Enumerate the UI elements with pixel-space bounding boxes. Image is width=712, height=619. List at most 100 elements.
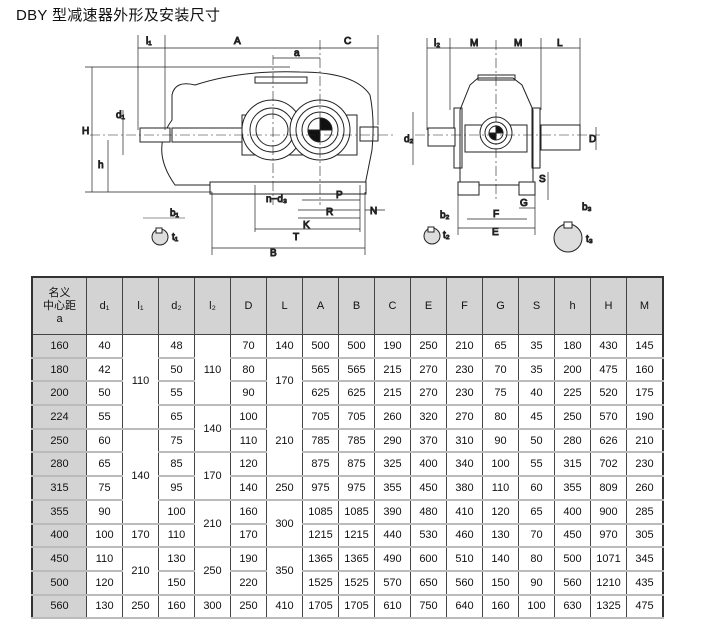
cell-F: 210 xyxy=(446,333,483,359)
cell-d2: 75 xyxy=(158,428,195,454)
cell-D: 100 xyxy=(230,404,267,430)
cell-h: 180 xyxy=(554,333,591,359)
cell-B: 565 xyxy=(338,357,375,383)
cell-G: 100 xyxy=(482,451,519,478)
cell-D: 170 xyxy=(230,523,267,549)
cell-L: 300 xyxy=(266,499,303,549)
cell-A: 705 xyxy=(302,404,339,430)
cell-d2: 100 xyxy=(158,499,195,525)
cell-d2: 130 xyxy=(158,546,195,572)
cell-S: 100 xyxy=(518,594,555,619)
cell-a: 400 xyxy=(31,523,87,549)
dim-label-b2: b₂ xyxy=(440,210,450,221)
dim-label-M-left: M xyxy=(470,38,478,49)
cell-M: 435 xyxy=(626,570,664,596)
cell-F: 230 xyxy=(446,357,483,383)
cell-h: 630 xyxy=(554,594,591,619)
cell-M: 145 xyxy=(626,333,664,359)
page-title: DBY 型减速器外形及安装尺寸 xyxy=(16,7,221,24)
cell-d2: 85 xyxy=(158,451,195,478)
cell-C: 290 xyxy=(374,428,411,454)
cell-C: 215 xyxy=(374,357,411,383)
cell-S: 35 xyxy=(518,357,555,383)
column-header: D xyxy=(230,276,267,335)
cell-d1: 75 xyxy=(86,475,123,501)
cell-a: 224 xyxy=(31,404,87,430)
cell-A: 1085 xyxy=(302,499,339,525)
cell-h: 400 xyxy=(554,499,591,525)
cell-L: 170 xyxy=(266,357,303,407)
cell-D: 250 xyxy=(230,594,267,619)
cell-H: 430 xyxy=(590,333,627,359)
cell-G: 150 xyxy=(482,570,519,596)
cell-C: 570 xyxy=(374,570,411,596)
dim-label-C: C xyxy=(344,36,351,47)
dim-label-t1: t₁ xyxy=(172,232,179,243)
cell-D: 110 xyxy=(230,428,267,454)
cell-H: 970 xyxy=(590,523,627,549)
cell-C: 215 xyxy=(374,380,411,407)
cell-l1: 110 xyxy=(122,333,159,430)
cell-E: 750 xyxy=(410,594,447,619)
cell-d1: 55 xyxy=(86,404,123,430)
column-header: 名义 中心距 a xyxy=(31,276,87,335)
cell-B: 1525 xyxy=(338,570,375,596)
cell-l2: 170 xyxy=(194,451,231,501)
cell-a: 160 xyxy=(31,333,87,359)
cell-H: 570 xyxy=(590,404,627,430)
cell-B: 875 xyxy=(338,451,375,478)
dim-label-h: h xyxy=(98,160,104,171)
gearbox-dimension-drawing: l₁ A a C H d₁ h n−d₃ P R N K T B b₁ t₁ xyxy=(82,35,600,260)
dim-label-A: A xyxy=(234,36,241,47)
cell-S: 45 xyxy=(518,404,555,430)
cell-F: 340 xyxy=(446,451,483,478)
cell-l1: 210 xyxy=(122,546,159,596)
cell-C: 610 xyxy=(374,594,411,619)
column-header: A xyxy=(302,276,339,335)
dim-label-t2: t₂ xyxy=(443,230,450,241)
cell-S: 65 xyxy=(518,499,555,525)
cell-E: 600 xyxy=(410,546,447,572)
column-header: C xyxy=(374,276,411,335)
cell-G: 90 xyxy=(482,428,519,454)
cell-A: 625 xyxy=(302,380,339,407)
cell-S: 35 xyxy=(518,333,555,359)
cell-M: 230 xyxy=(626,451,664,478)
dim-label-S: S xyxy=(539,174,546,185)
cell-a: 180 xyxy=(31,357,87,383)
cell-F: 410 xyxy=(446,499,483,525)
column-header: d₂ xyxy=(158,276,195,335)
cell-G: 160 xyxy=(482,594,519,619)
cell-l1: 140 xyxy=(122,428,159,525)
dim-label-l2: l₂ xyxy=(434,38,440,49)
side-view: l₂ M M L d₂ D S G F E b₂ t₂ b₃ t₃ xyxy=(404,38,600,253)
dim-label-E: E xyxy=(492,227,499,238)
cell-F: 510 xyxy=(446,546,483,572)
cell-E: 400 xyxy=(410,451,447,478)
cell-l2: 300 xyxy=(194,594,231,619)
cell-S: 55 xyxy=(518,451,555,478)
cell-D: 190 xyxy=(230,546,267,572)
cell-C: 355 xyxy=(374,475,411,501)
cell-B: 705 xyxy=(338,404,375,430)
cell-h: 250 xyxy=(554,404,591,430)
cell-M: 190 xyxy=(626,404,664,430)
cell-a: 560 xyxy=(31,594,87,619)
dim-label-d2: d₂ xyxy=(404,134,414,145)
dim-label-n-d3: n−d₃ xyxy=(266,194,287,205)
dim-label-M-right: M xyxy=(514,38,522,49)
cell-B: 1705 xyxy=(338,594,375,619)
cell-B: 1085 xyxy=(338,499,375,525)
column-header: l₁ xyxy=(122,276,159,335)
cell-A: 875 xyxy=(302,451,339,478)
cell-F: 560 xyxy=(446,570,483,596)
front-view: l₁ A a C H d₁ h n−d₃ P R N K T B b₁ t₁ xyxy=(82,35,395,260)
dim-label-b1: b₁ xyxy=(170,208,180,219)
